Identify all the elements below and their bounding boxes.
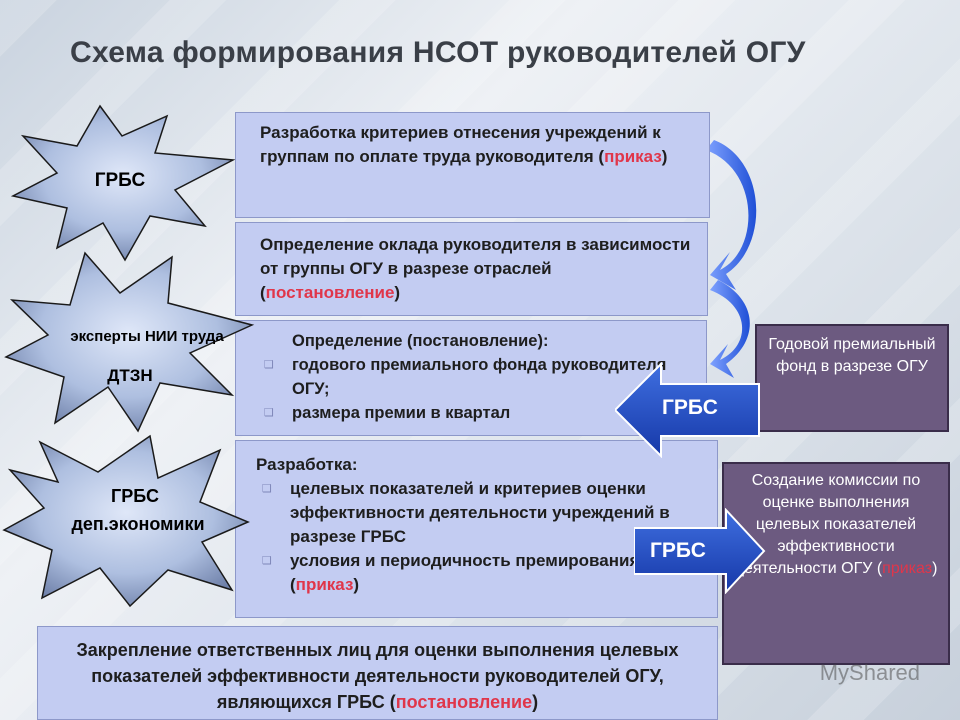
annual-fund-box: Годовой премиальный фонд в разрезе ОГУ [755,324,949,432]
step-1-end: ) [661,147,668,166]
step-5-end: ) [532,692,539,712]
grbs-arrow-right-label: ГРБС [650,539,706,562]
step-1-text: Разработка критериев отнесения учреждени… [260,123,661,166]
starburst-3 [2,434,250,608]
starburst-1 [10,104,235,262]
curved-arrows [706,140,757,378]
step-4-heading: Разработка: [256,455,358,474]
step-1-doc: приказ [604,147,662,166]
step-4-doc: приказ [295,575,354,594]
starburst-2-label-2: ДТЗН [107,366,153,385]
step-4-list: целевых показателей и критериев оценки э… [256,477,705,597]
step-2-text: Определение оклада руководителя в зависи… [260,235,691,302]
list-item: размера премии в квартал [258,401,696,425]
starburst-2-label-1: эксперты НИИ труда [70,328,224,345]
curved-arrow-2 [710,280,750,378]
grbs-arrow-right [634,508,766,594]
step-2-doc: постановление [265,283,395,302]
starburst-2 [4,251,255,433]
list-item: годового премиального фонда руководителя… [258,353,696,401]
starburst-1-label: ГРБС [94,170,146,191]
step-2-end: ) [394,283,401,302]
step-box-5: Закрепление ответственных лиц для оценки… [37,626,718,720]
step-3-heading: Определение (постановление): [292,332,549,350]
commission-end: ) [932,560,938,577]
grbs-arrow-left-label: ГРБС [662,396,718,419]
curved-arrow-1 [706,140,757,290]
commission-text: Создание комиссии по оценке выполнения ц… [734,472,921,577]
step-3-list: годового премиального фонда руководителя… [258,353,696,425]
page-title: Схема формирования НСОТ руководителей ОГ… [70,36,806,69]
step-4-item2-end: ) [353,575,360,594]
step-5-doc: постановление [395,692,533,712]
step-5-text: Закрепление ответственных лиц для оценки… [76,640,679,712]
grbs-arrow-left [615,362,760,458]
step-box-1: Разработка критериев отнесения учреждени… [235,112,710,218]
commission-doc: приказ [882,560,933,577]
watermark: MyShared [819,660,920,685]
list-item: целевых показателей и критериев оценки э… [256,477,705,549]
starburst-3-label-1: ГРБС [111,486,159,506]
starburst-3-label-2: деп.экономики [71,514,205,534]
step-box-2: Определение оклада руководителя в зависи… [235,222,708,316]
commission-box: Создание комиссии по оценке выполнения ц… [722,462,950,665]
list-item: условия и периодичность премирования (пр… [256,549,705,597]
step-4-item2-text: условия и периодичность премирования ( [290,551,640,594]
